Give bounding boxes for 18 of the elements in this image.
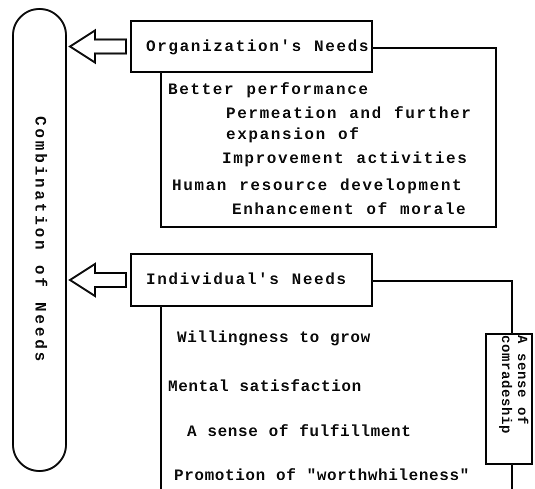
list-item: Promotion of "worthwhileness" xyxy=(174,466,470,487)
list-item: Enhancement of morale xyxy=(232,200,468,221)
heading-box xyxy=(130,253,373,307)
label-box xyxy=(485,333,533,465)
vertical-title: Combination of Needs xyxy=(30,116,49,364)
list-item: Permeation and further expansion of xyxy=(226,104,474,146)
list-item: Mental satisfaction xyxy=(168,377,362,398)
list-item: Willingness to grow xyxy=(177,328,371,349)
list-item: Improvement activities xyxy=(222,149,470,170)
list-item: Better performance xyxy=(168,80,371,101)
heading-box xyxy=(130,20,373,73)
vertical-label: A sense of comradeship xyxy=(496,335,529,436)
list-item: A sense of fulfillment xyxy=(187,422,412,443)
heading-text: Organization's Needs xyxy=(146,38,370,56)
hollow-arrow xyxy=(68,28,127,64)
hollow-arrow xyxy=(68,262,127,298)
list-item: Human resource development xyxy=(172,176,464,197)
heading-text: Individual's Needs xyxy=(146,271,348,289)
